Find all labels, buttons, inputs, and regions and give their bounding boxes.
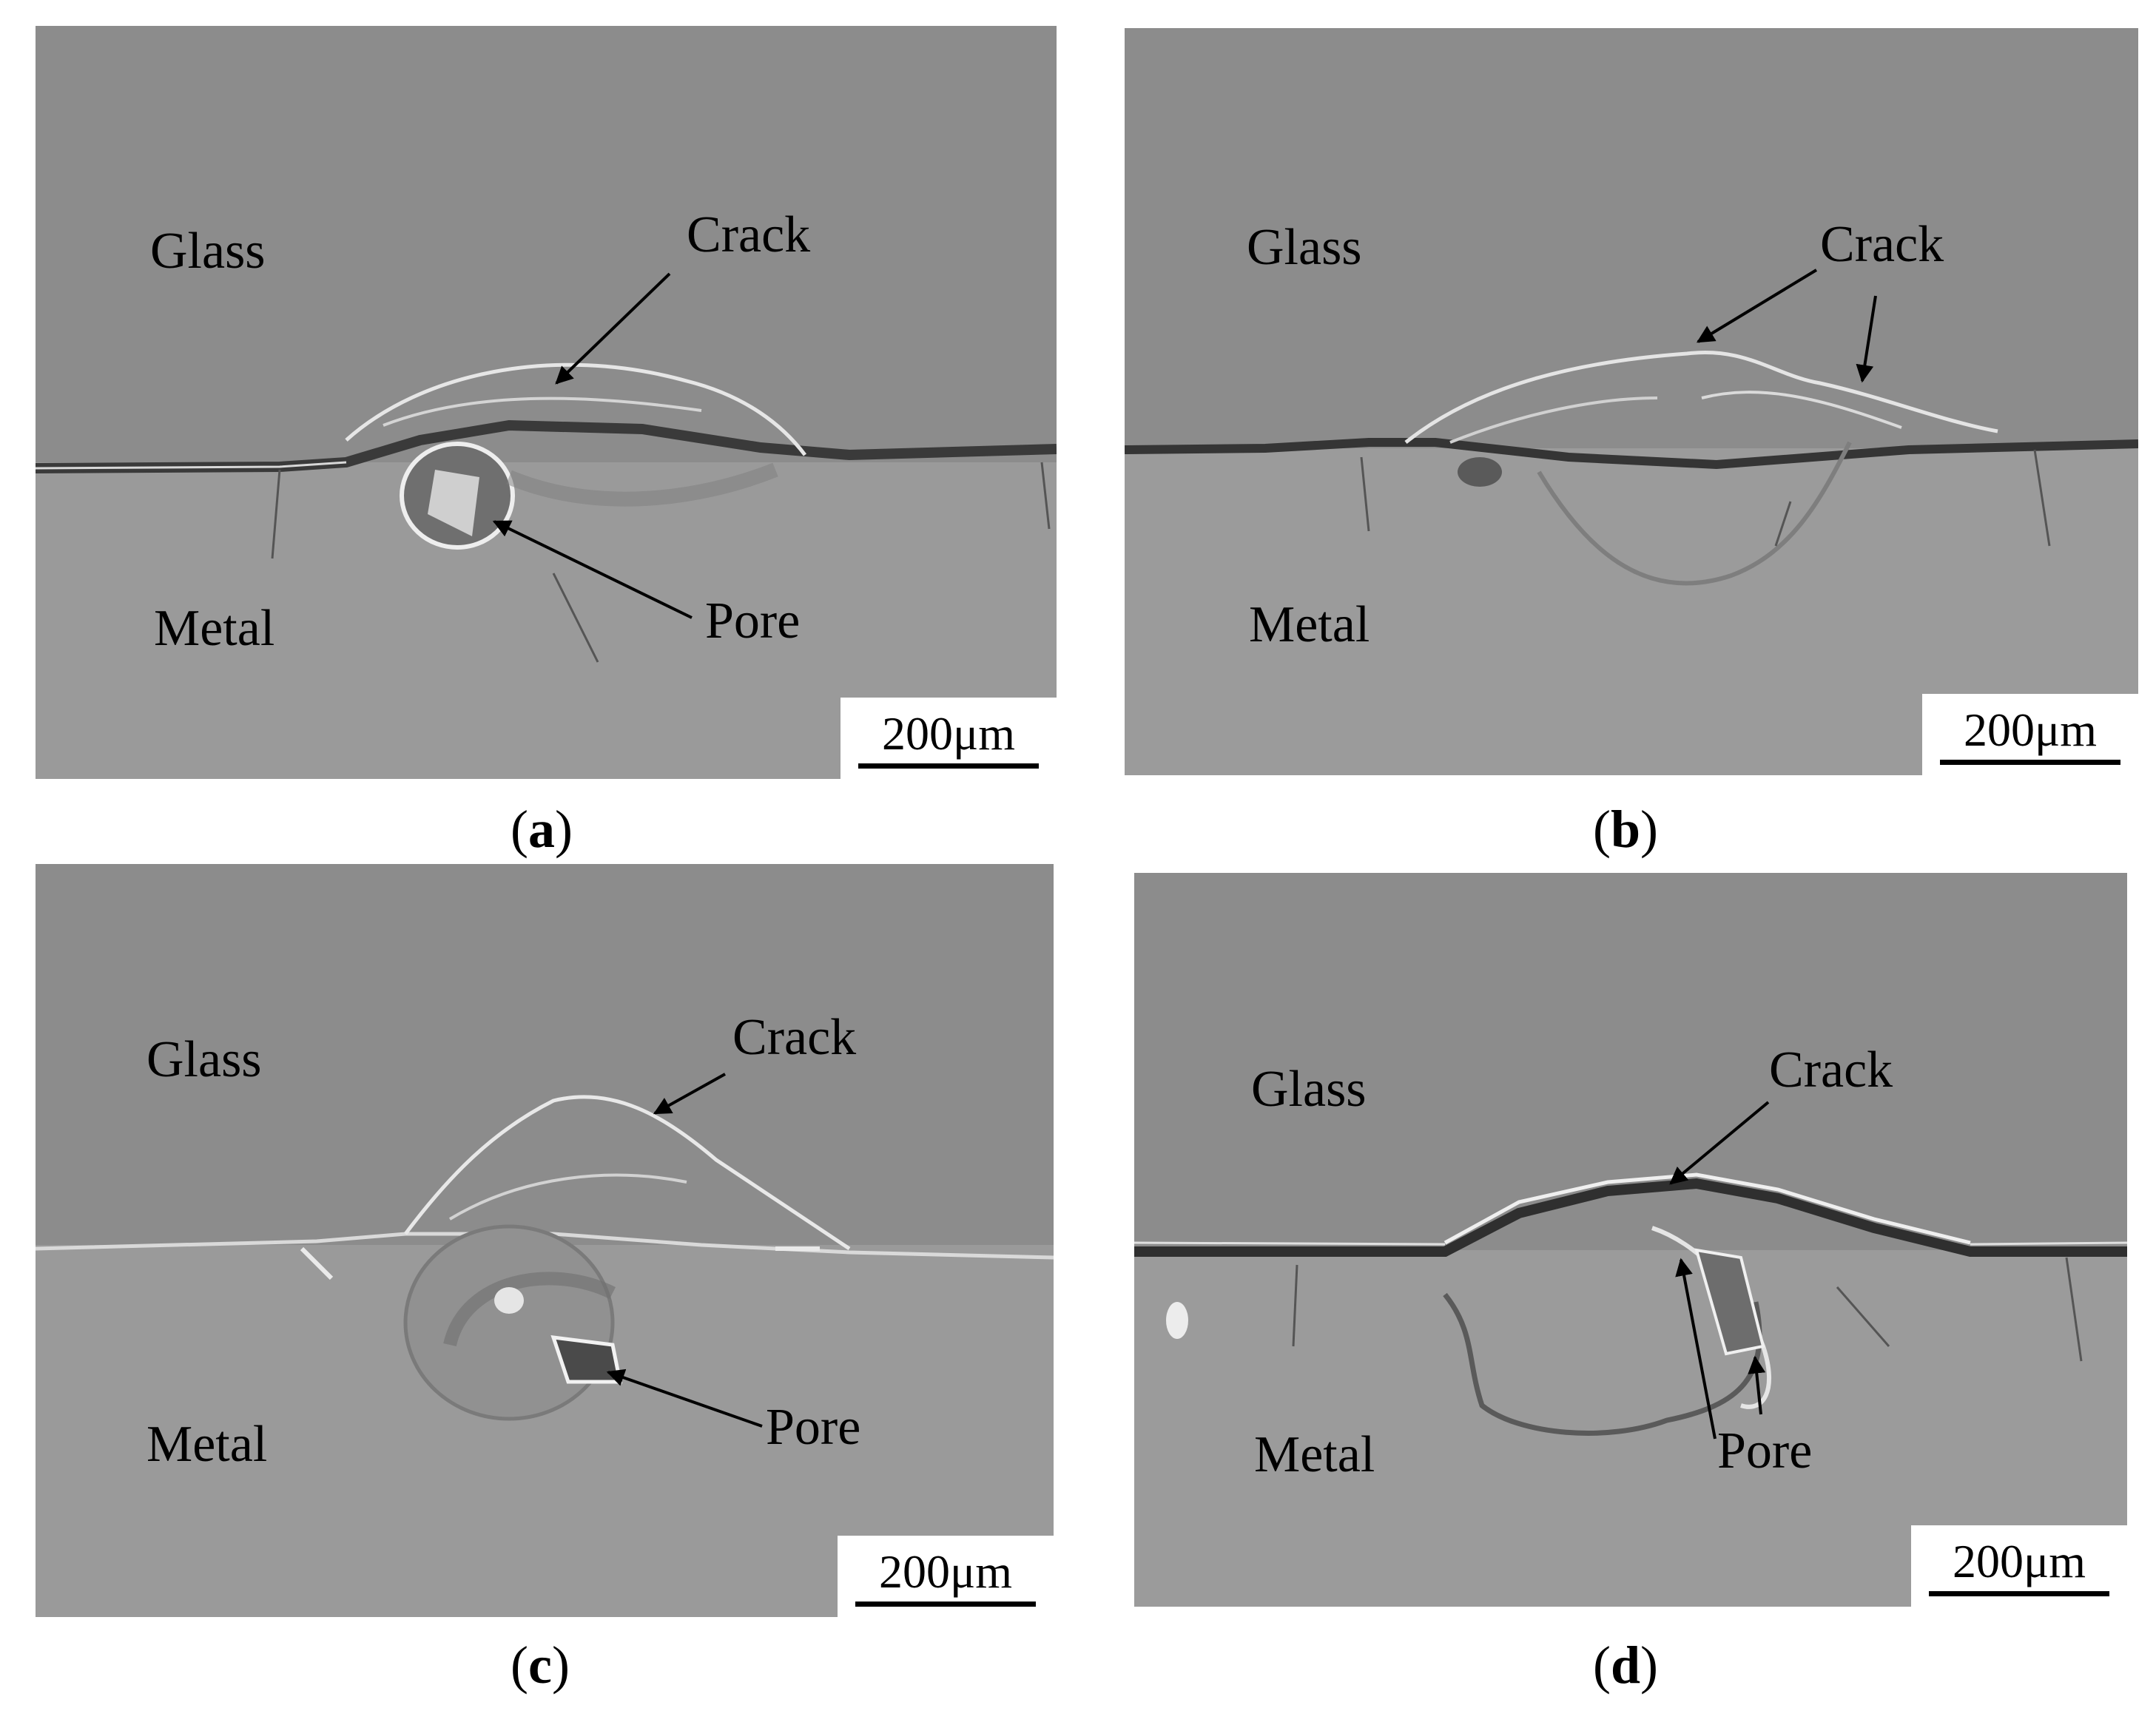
scale-bar-box: 200μm: [1911, 1525, 2127, 1607]
panel-caption-c: (c): [511, 1636, 570, 1695]
glass-label: Glass: [1247, 219, 1362, 276]
sem-panel-a: Glass Metal Crack Pore 200μm: [36, 26, 1057, 779]
metal-label: Metal: [1254, 1426, 1375, 1483]
sem-panel-c: Glass Metal Crack Pore 200μm: [36, 864, 1054, 1617]
caption-letter: b: [1610, 800, 1641, 859]
sem-panel-d: Glass Metal Crack Pore 200μm: [1134, 873, 2127, 1607]
panel-caption-a: (a): [511, 800, 573, 859]
panel-caption-b: (b): [1593, 800, 1659, 859]
pore-label: Pore: [705, 593, 801, 649]
crack-label: Crack: [732, 1009, 857, 1066]
sem-panel-b: Glass Metal Crack 200μm: [1125, 28, 2138, 775]
caption-letter: c: [528, 1636, 552, 1695]
glass-label: Glass: [150, 223, 266, 280]
caption-letter: d: [1610, 1636, 1641, 1695]
scale-bar-box: 200μm: [838, 1536, 1054, 1617]
sem-image-a: [36, 26, 1057, 779]
glass-label: Glass: [146, 1031, 262, 1088]
panel-caption-d: (d): [1593, 1636, 1659, 1695]
sem-image-d: [1134, 873, 2127, 1607]
scale-bar-label: 200μm: [878, 1545, 1013, 1598]
pore-label: Pore: [1717, 1422, 1813, 1479]
crack-label: Crack: [1769, 1042, 1893, 1098]
metal-label: Metal: [146, 1416, 268, 1473]
scale-bar-box: 200μm: [1922, 694, 2138, 775]
crack-label: Crack: [687, 206, 811, 263]
scale-bar-label: 200μm: [1963, 703, 2098, 756]
pore-label: Pore: [766, 1399, 861, 1456]
sem-image-c: [36, 864, 1054, 1617]
scale-bar-line: [855, 1602, 1036, 1607]
scale-bar-line: [1940, 760, 2120, 765]
glass-label: Glass: [1251, 1061, 1367, 1118]
scale-bar-box: 200μm: [840, 698, 1057, 779]
sem-image-b: [1125, 28, 2138, 775]
metal-label: Metal: [154, 600, 275, 657]
crack-label: Crack: [1820, 216, 1944, 273]
metal-label: Metal: [1249, 596, 1370, 653]
scale-bar-line: [1929, 1591, 2109, 1596]
scale-bar-line: [858, 763, 1039, 769]
scale-bar-label: 200μm: [1952, 1535, 2086, 1587]
scale-bar-label: 200μm: [881, 707, 1016, 760]
caption-letter: a: [528, 800, 555, 859]
